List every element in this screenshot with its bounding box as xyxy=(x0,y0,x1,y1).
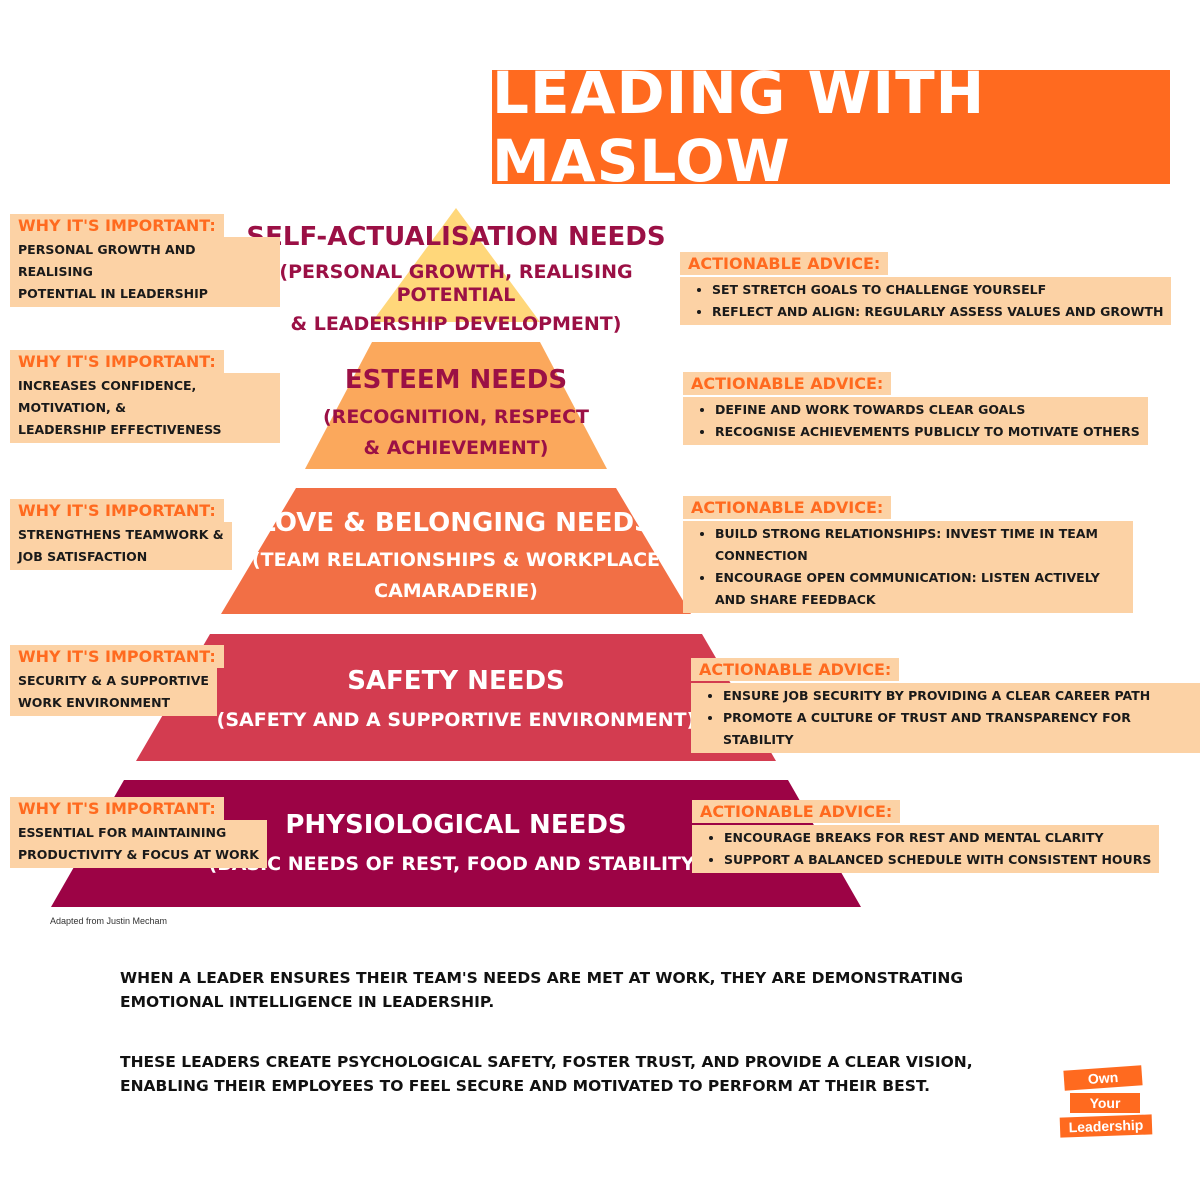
page-title: LEADING WITH MASLOW xyxy=(492,59,986,195)
tier-physiological-shape xyxy=(51,780,861,907)
advice-label: ACTIONABLE ADVICE: xyxy=(691,658,900,681)
why-text: INCREASES CONFIDENCE, MOTIVATION, & LEAD… xyxy=(10,373,280,443)
closing-paragraph-2: THESE LEADERS CREATE PSYCHOLOGICAL SAFET… xyxy=(120,1053,973,1096)
advice-esteem: ACTIONABLE ADVICE: DEFINE AND WORK TOWAR… xyxy=(683,372,1148,445)
tier-self-actualisation-text: SELF-ACTUALISATION NEEDS (PERSONAL GROWT… xyxy=(236,222,676,336)
tier-self-actualisation-shape xyxy=(372,208,540,322)
advice-item: SET STRETCH GOALS TO CHALLENGE YOURSELF xyxy=(712,279,1163,301)
advice-label: ACTIONABLE ADVICE: xyxy=(692,800,901,823)
tier-love-belonging-text: LOVE & BELONGING NEEDS (TEAM RELATIONSHI… xyxy=(236,508,676,603)
tier-subtitle: (RECOGNITION, RESPECT xyxy=(323,406,589,429)
tier-esteem-shape xyxy=(305,342,607,469)
why-line: WORK ENVIRONMENT xyxy=(18,694,171,710)
advice-item: BUILD STRONG RELATIONSHIPS: INVEST TIME … xyxy=(715,523,1125,567)
attribution-footnote: Adapted from Justin Mecham xyxy=(50,916,168,926)
why-text: PERSONAL GROWTH AND REALISING POTENTIAL … xyxy=(10,237,280,307)
advice-list: BUILD STRONG RELATIONSHIPS: INVEST TIME … xyxy=(683,521,1133,613)
tier-title: SELF-ACTUALISATION NEEDS xyxy=(246,222,666,252)
advice-safety: ACTIONABLE ADVICE: ENSURE JOB SECURITY B… xyxy=(691,658,1200,753)
why-label: WHY IT'S IMPORTANT: xyxy=(10,645,224,668)
advice-item: RECOGNISE ACHIEVEMENTS PUBLICLY TO MOTIV… xyxy=(715,421,1140,443)
advice-item: DEFINE AND WORK TOWARDS CLEAR GOALS xyxy=(715,399,1140,421)
tier-subtitle: (PERSONAL GROWTH, REALISING POTENTIAL xyxy=(279,261,633,306)
advice-list: SET STRETCH GOALS TO CHALLENGE YOURSELF … xyxy=(680,277,1172,325)
why-label: WHY IT'S IMPORTANT: xyxy=(10,350,224,373)
logo-word: Your xyxy=(1070,1093,1140,1113)
maslow-pyramid xyxy=(51,208,861,907)
advice-physiological: ACTIONABLE ADVICE: ENCOURAGE BREAKS FOR … xyxy=(692,800,1160,873)
title-banner: LEADING WITH MASLOW xyxy=(492,59,1170,195)
advice-item: ENCOURAGE OPEN COMMUNICATION: LISTEN ACT… xyxy=(715,567,1125,611)
tier-safety-shape xyxy=(136,634,776,761)
advice-item: ENSURE JOB SECURITY BY PROVIDING A CLEAR… xyxy=(723,685,1192,707)
why-line: PRODUCTIVITY & FOCUS AT WORK xyxy=(18,846,259,862)
why-important-physiological: WHY IT'S IMPORTANT: ESSENTIAL FOR MAINTA… xyxy=(10,797,267,868)
logo-word: Own xyxy=(1063,1065,1143,1091)
why-label: WHY IT'S IMPORTANT: xyxy=(10,499,224,522)
advice-list: ENCOURAGE BREAKS FOR REST AND MENTAL CLA… xyxy=(692,825,1160,873)
tier-subtitle: (TEAM RELATIONSHIPS & WORKPLACE xyxy=(251,549,661,572)
advice-self-actualisation: ACTIONABLE ADVICE: SET STRETCH GOALS TO … xyxy=(680,252,1172,325)
tier-esteem-text: ESTEEM NEEDS (RECOGNITION, RESPECT & ACH… xyxy=(256,365,656,460)
tier-title: PHYSIOLOGICAL NEEDS xyxy=(285,810,627,840)
why-important-safety: WHY IT'S IMPORTANT: SECURITY & A SUPPORT… xyxy=(10,645,224,716)
why-line: JOB SATISFACTION xyxy=(18,548,148,564)
tier-title: SAFETY NEEDS xyxy=(347,666,565,696)
tier-subtitle: (BASIC NEEDS OF REST, FOOD AND STABILITY… xyxy=(208,853,704,876)
tier-subtitle: CAMARADERIE) xyxy=(374,579,538,602)
logo-word: Leadership xyxy=(1059,1114,1153,1138)
why-line: STRENGTHENS TEAMWORK & xyxy=(18,527,224,542)
tier-subtitle: & ACHIEVEMENT) xyxy=(363,436,549,459)
advice-label: ACTIONABLE ADVICE: xyxy=(683,496,892,519)
why-line: POTENTIAL IN LEADERSHIP xyxy=(18,285,208,301)
why-line: INCREASES CONFIDENCE, MOTIVATION, & xyxy=(18,378,197,415)
advice-love-belonging: ACTIONABLE ADVICE: BUILD STRONG RELATION… xyxy=(683,496,1133,613)
advice-item: SUPPORT A BALANCED SCHEDULE WITH CONSIST… xyxy=(724,849,1151,871)
why-important-love-belonging: WHY IT'S IMPORTANT: STRENGTHENS TEAMWORK… xyxy=(10,499,232,570)
why-text: STRENGTHENS TEAMWORK & JOB SATISFACTION xyxy=(10,522,232,570)
why-text: ESSENTIAL FOR MAINTAINING PRODUCTIVITY &… xyxy=(10,820,267,868)
why-line: PERSONAL GROWTH AND REALISING xyxy=(18,242,196,279)
advice-list: DEFINE AND WORK TOWARDS CLEAR GOALS RECO… xyxy=(683,397,1148,445)
advice-label: ACTIONABLE ADVICE: xyxy=(683,372,892,395)
tier-title: LOVE & BELONGING NEEDS xyxy=(259,508,653,538)
tier-physiological-text: PHYSIOLOGICAL NEEDS (BASIC NEEDS OF REST… xyxy=(196,810,716,876)
advice-item: ENCOURAGE BREAKS FOR REST AND MENTAL CLA… xyxy=(724,827,1151,849)
why-text: SECURITY & A SUPPORTIVE WORK ENVIRONMENT xyxy=(10,668,217,716)
why-important-esteem: WHY IT'S IMPORTANT: INCREASES CONFIDENCE… xyxy=(10,350,280,443)
tier-love-belonging-shape xyxy=(221,488,691,614)
closing-paragraph-1: WHEN A LEADER ENSURES THEIR TEAM'S NEEDS… xyxy=(120,969,964,1012)
why-label: WHY IT'S IMPORTANT: xyxy=(10,797,224,820)
why-label: WHY IT'S IMPORTANT: xyxy=(10,214,224,237)
advice-item: PROMOTE A CULTURE OF TRUST AND TRANSPARE… xyxy=(723,707,1192,751)
tier-subtitle: & LEADERSHIP DEVELOPMENT) xyxy=(290,312,622,335)
advice-item: REFLECT AND ALIGN: REGULARLY ASSESS VALU… xyxy=(712,301,1163,323)
tier-safety-text: SAFETY NEEDS (SAFETY AND A SUPPORTIVE EN… xyxy=(216,666,696,732)
tier-title: ESTEEM NEEDS xyxy=(344,365,568,395)
why-line: LEADERSHIP EFFECTIVENESS xyxy=(18,421,222,437)
why-line: SECURITY & A SUPPORTIVE xyxy=(18,673,209,688)
why-important-self-actualisation: WHY IT'S IMPORTANT: PERSONAL GROWTH AND … xyxy=(10,214,280,307)
why-line: ESSENTIAL FOR MAINTAINING xyxy=(18,825,227,840)
advice-label: ACTIONABLE ADVICE: xyxy=(680,252,889,275)
advice-list: ENSURE JOB SECURITY BY PROVIDING A CLEAR… xyxy=(691,683,1200,753)
tier-subtitle: (SAFETY AND A SUPPORTIVE ENVIRONMENT) xyxy=(216,709,696,732)
